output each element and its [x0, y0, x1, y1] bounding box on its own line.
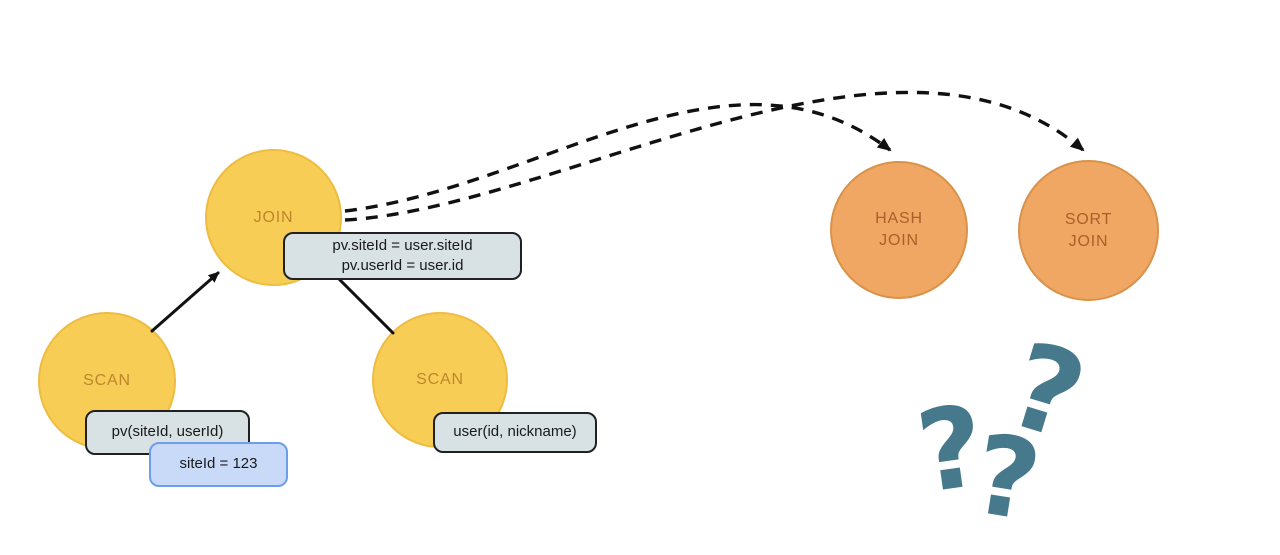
node-sort-join-label: SORT JOIN	[1064, 210, 1113, 250]
node-scan-pv-label: SCAN	[83, 372, 131, 390]
node-scan-user-label: SCAN	[416, 371, 464, 389]
join-condition-text: pv.siteId = user.siteId pv.userId = user…	[332, 236, 473, 274]
node-hash-join-label: HASH JOIN	[875, 210, 923, 249]
node-join: JOIN	[205, 149, 342, 286]
edge-join-to-sortjoin-dashed	[344, 90, 1085, 222]
node-sort-join: SORT JOIN	[1018, 160, 1159, 301]
site-filter-text: siteId = 123	[179, 455, 258, 473]
site-filter-box: siteId = 123	[149, 442, 288, 487]
edge-join-to-hashjoin-dashed	[344, 102, 892, 213]
join-condition-box: pv.siteId = user.siteId pv.userId = user…	[283, 232, 522, 280]
pv-table-text: pv(siteId, userId)	[111, 423, 224, 441]
question-mark-right: ?	[994, 315, 1100, 467]
user-table-text: user(id, nickname)	[453, 423, 577, 441]
node-hash-join: HASH JOIN	[830, 161, 968, 299]
node-join-label: JOIN	[253, 208, 294, 226]
edge-scanpv-to-join	[150, 271, 220, 333]
user-table-box: user(id, nickname)	[433, 412, 597, 453]
